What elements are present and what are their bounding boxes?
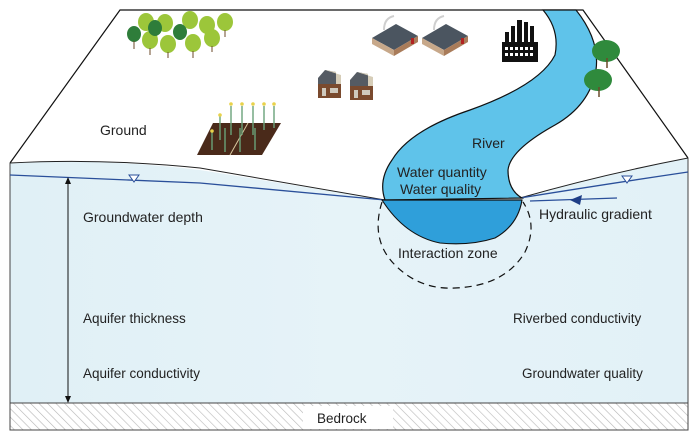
ground-label: Ground [100, 122, 147, 138]
bedrock-label-bg [303, 406, 393, 429]
ground-outline [9, 9, 689, 164]
river-label: River [472, 135, 505, 151]
aquifer-body [10, 158, 688, 403]
ground-profile-right [519, 157, 689, 199]
water-table-triangle-icon [621, 175, 633, 184]
hydraulic-gradient-label: Hydraulic gradient [539, 206, 652, 222]
hydraulic-gradient-arrowhead [570, 195, 582, 205]
water-quality-label: Water quality [400, 181, 481, 197]
corn-field-icon [197, 102, 281, 156]
house-icon [318, 70, 341, 98]
arrowhead-down-icon [65, 396, 71, 403]
water-table-right [519, 171, 689, 199]
ground-profile-left [9, 160, 386, 201]
arrowhead-up-icon [65, 177, 71, 184]
riverbed-conductivity-label: Riverbed conductivity [513, 311, 642, 326]
tree-icon [584, 69, 612, 97]
factory-building-icon [422, 15, 468, 56]
house-icon [350, 72, 373, 100]
tree-cluster-icon [127, 11, 233, 58]
interaction-zone-label: Interaction zone [398, 245, 498, 261]
water-quantity-label: Water quantity [397, 164, 487, 180]
industry-silhouette-icon [502, 20, 538, 62]
bedrock-label: Bedrock [317, 411, 367, 426]
groundwater-quality-label: Groundwater quality [522, 366, 643, 381]
groundwater-depth-label: Groundwater depth [83, 209, 203, 225]
tree-icon [592, 40, 620, 68]
aquifer-conductivity-label: Aquifer conductivity [83, 366, 200, 381]
water-table-left [9, 174, 386, 201]
interaction-zone-boundary [377, 201, 532, 289]
factory-building-icon [372, 15, 418, 56]
water-table-triangle-icon [128, 174, 140, 183]
aquifer-thickness-label: Aquifer thickness [83, 311, 186, 326]
riverbed-section [380, 199, 523, 245]
